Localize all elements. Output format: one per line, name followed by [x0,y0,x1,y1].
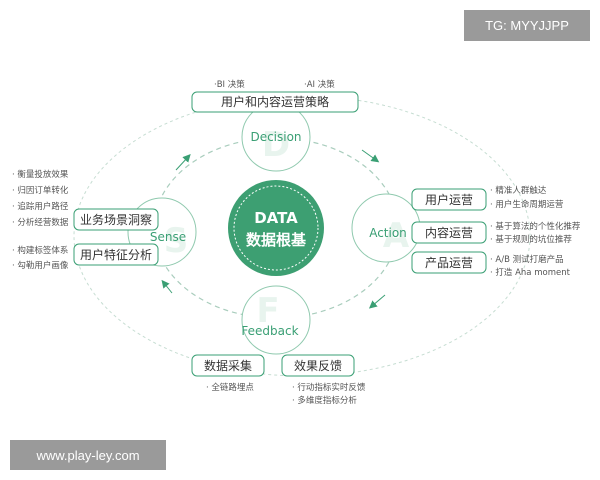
business-insight-point: · 衡量投放效果 [12,169,69,180]
watermark-top: TG: MYYJJPP [464,10,590,41]
flow-arrow-feedback-sense [161,279,173,294]
watermark-bottom: www.play-ley.com [10,440,166,470]
product-ops-point: · A/B 测试打磨产品 [490,254,564,265]
flow-arrow-sense-decision [175,154,191,171]
user-ops-box: 用户运营 [411,188,487,211]
effect-feedback-label: 效果反馈 [294,358,342,373]
flow-arrow-decision-action [361,149,380,163]
data-collection-point: · 全链路埋点 [206,382,254,393]
decision-node: D Decision [241,102,311,172]
content-ops-label: 内容运营 [425,225,473,240]
effect-feedback-box: 效果反馈 [281,354,355,377]
feedback-node: F Feedback [241,285,311,355]
user-feature-box: 用户特征分析 [73,243,159,266]
center-title: DATA [254,209,298,227]
product-ops-box: 产品运营 [411,251,487,274]
business-insight-box: 业务场景洞察 [73,208,159,231]
ai-decision-tag: ·AI 决策 [304,79,335,90]
business-insight-point: · 追踪用户路径 [12,201,69,212]
business-insight-point: · 分析经营数据 [12,217,69,228]
sense-ghost-letter: S [164,221,189,261]
content-ops-point: · 基于算法的个性化推荐 [490,221,581,232]
effect-feedback-point: · 行动指标实时反馈 [292,382,366,393]
center-subtitle: 数据根基 [246,231,307,249]
data-collection-box: 数据采集 [191,354,265,377]
business-insight-label: 业务场景洞察 [80,212,152,227]
user-feature-point: · 构建标签体系 [12,245,68,256]
feedback-label: Feedback [241,324,298,338]
flow-arrow-action-feedback [368,294,386,309]
sense-label: Sense [150,230,186,244]
user-feature-point: · 勾勒用户画像 [12,260,69,271]
content-ops-box: 内容运营 [411,221,487,244]
product-ops-point: · 打造 Aha moment [490,267,571,278]
strategy-label: 用户和内容运营策略 [221,94,329,109]
content-ops-point: · 基于规则的坑位推荐 [490,234,572,245]
user-ops-point: · 精准人群触达 [490,185,547,196]
business-insight-point: · 归因订单转化 [12,185,69,196]
decision-ghost-letter: D [262,125,290,165]
user-feature-label: 用户特征分析 [80,247,152,262]
user-ops-label: 用户运营 [425,192,473,207]
center-data-core: DATA 数据根基 [228,180,324,276]
strategy-box: 用户和内容运营策略 [191,91,359,113]
effect-feedback-point: · 多维度指标分析 [292,395,357,406]
data-collection-label: 数据采集 [204,358,252,373]
action-ghost-letter: A [383,216,410,256]
outer-dashed-ring [73,95,531,377]
decision-label: Decision [250,130,301,144]
action-node: A Action [351,193,421,263]
bi-decision-tag: ·BI 决策 [214,79,245,90]
action-label: Action [369,226,407,240]
product-ops-label: 产品运营 [425,256,473,270]
feedback-ghost-letter: F [256,291,279,331]
user-ops-point: · 用户生命周期运营 [490,199,563,210]
